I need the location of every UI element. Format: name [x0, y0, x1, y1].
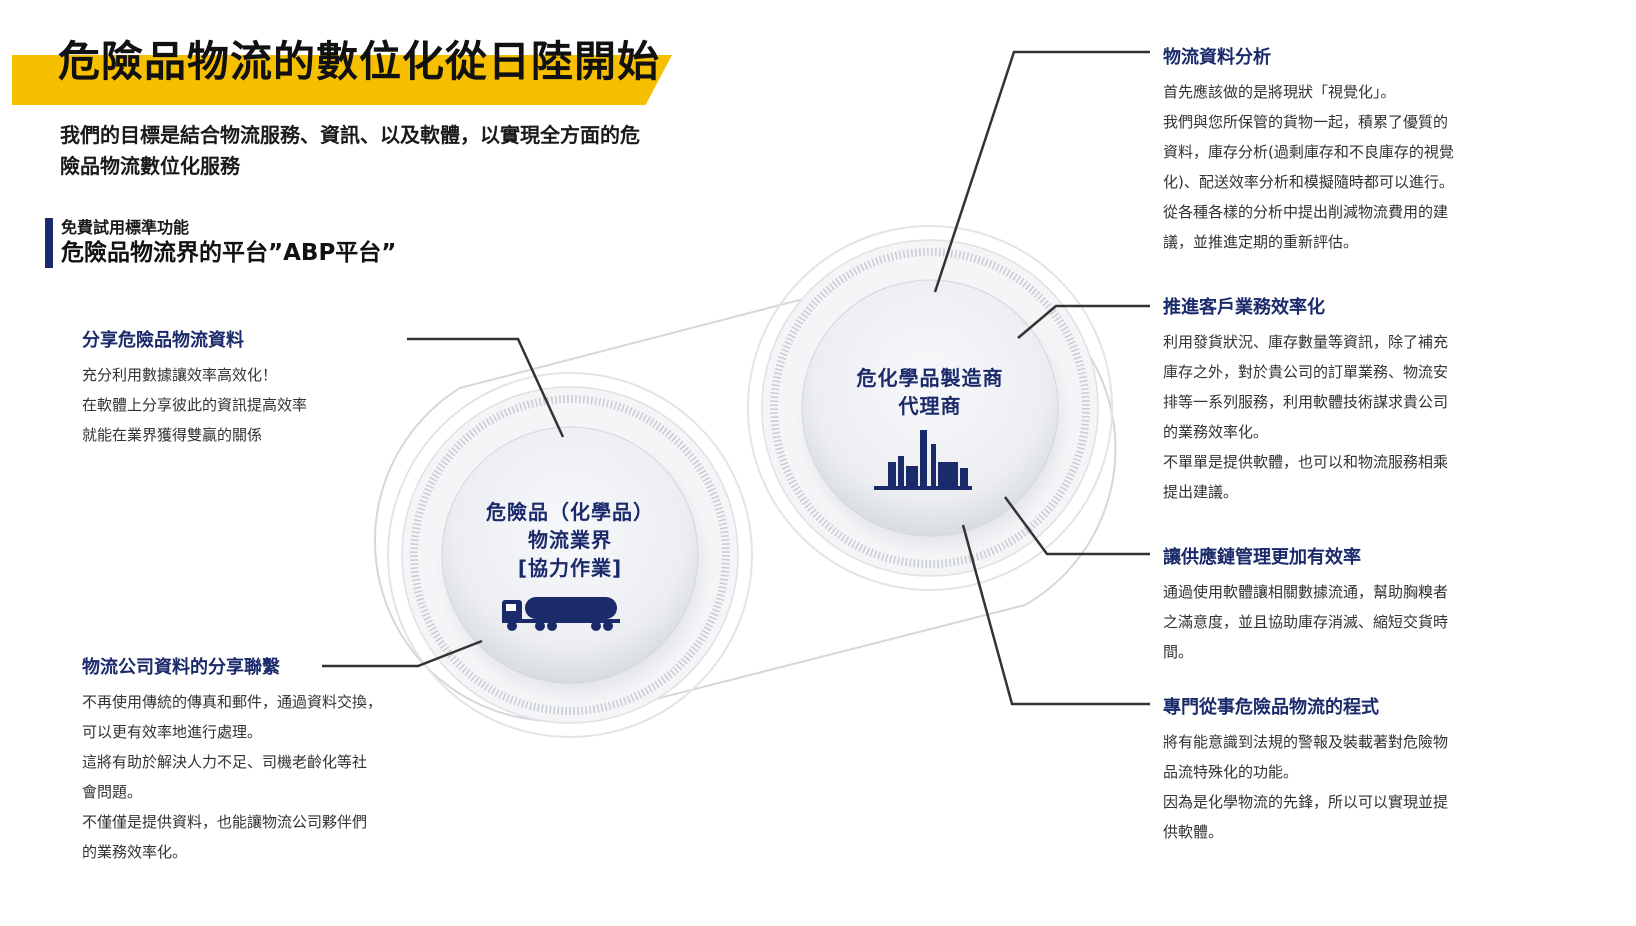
platform-subtitle: 免費試用標準功能: [61, 218, 190, 237]
connector-company-link: [322, 639, 483, 668]
section-title: 物流資料分析: [1163, 47, 1271, 68]
section-title: 推進客戶業務效率化: [1163, 297, 1325, 318]
manufacturer-label-line2: 代理商: [898, 394, 962, 418]
section-title: 讓供應鏈管理更加有效率: [1163, 547, 1361, 568]
section-body: 不再使用傳統的傳真和郵件，通過資料交換， 可以更有效率地進行處理。 這將有助於解…: [82, 693, 383, 861]
logistics-circle: [387, 372, 753, 738]
section-body: 通過使用軟體讓相關數據流通，幫助胸糗者 之滿意度，並且協助庫存消滅、縮短交貨時 …: [1163, 583, 1449, 661]
connector-efficiency: [1017, 304, 1150, 339]
section-program: 專門從事危險品物流的程式 將有能意識到法規的警報及裝載著對危險物 品流特殊化的功…: [1163, 693, 1503, 847]
section-company-link: 物流公司資料的分享聯繫 不再使用傳統的傳真和郵件，通過資料交換， 可以更有效率地…: [82, 653, 422, 867]
section-body: 將有能意識到法規的警報及裝載著對危險物 品流特殊化的功能。 因為是化學物流的先鋒…: [1163, 733, 1449, 841]
manufacturer-circle: [747, 225, 1113, 591]
section-body: 利用發貨狀況、庫存數量等資訊，除了補充 庫存之外，對於貴公司的訂單業務、物流安 …: [1163, 333, 1449, 501]
manufacturer-node-label: 危化學品製造商 代理商: [830, 364, 1030, 420]
title-banner: [12, 55, 672, 105]
logistics-label-line2: 物流業界: [528, 528, 612, 552]
section-share-data: 分享危險品物流資料 充分利用數據讓效率高效化！ 在軟體上分享彼此的資訊提高效率 …: [82, 326, 422, 450]
section-supply-chain: 讓供應鏈管理更加有效率 通過使用軟體讓相關數據流通，幫助胸糗者 之滿意度，並且協…: [1163, 543, 1503, 667]
manufacturer-label-line1: 危化學品製造商: [856, 366, 1004, 390]
section-title: 專門從事危險品物流的程式: [1163, 697, 1379, 718]
logistics-label-line3: [協力作業]: [517, 556, 623, 580]
connector-program: [961, 524, 1150, 706]
section-body: 充分利用數據讓效率高效化！ 在軟體上分享彼此的資訊提高效率 就能在業界獲得雙贏的…: [82, 366, 308, 444]
page-title: 危險品物流的數位化從日陸開始: [58, 37, 661, 86]
section-efficiency: 推進客戶業務效率化 利用發貨狀況、庫存數量等資訊，除了補充 庫存之外，對於貴公司…: [1163, 293, 1503, 507]
section-title: 物流公司資料的分享聯繫: [82, 657, 280, 678]
factory-icon: [874, 430, 972, 490]
connector-supply-chain: [1003, 496, 1150, 556]
platform-heading: 免費試用標準功能 危險品物流界的平台”ABP平台”: [45, 218, 396, 268]
section-analysis: 物流資料分析 首先應該做的是將現狀「視覺化」。 我們與您所保管的貨物一起，積累了…: [1163, 43, 1503, 257]
platform-title: 危險品物流界的平台”ABP平台”: [61, 240, 397, 266]
connector-lines: [322, 50, 1150, 706]
tanker-truck-icon: [502, 597, 620, 631]
intro-text: 我們的目標是結合物流服務、資訊、以及軟體，以實現全方面的危險品物流數位化服務: [60, 123, 640, 178]
logistics-label-line1: 危險品（化學品）: [486, 500, 654, 524]
logistics-node-label: 危險品（化學品） 物流業界 [協力作業]: [470, 498, 670, 582]
section-title: 分享危險品物流資料: [82, 330, 244, 351]
section-body: 首先應該做的是將現狀「視覺化」。 我們與您所保管的貨物一起，積累了優質的 資料，…: [1163, 83, 1454, 251]
connector-analysis: [933, 50, 1150, 293]
connector-share-data: [407, 337, 565, 438]
